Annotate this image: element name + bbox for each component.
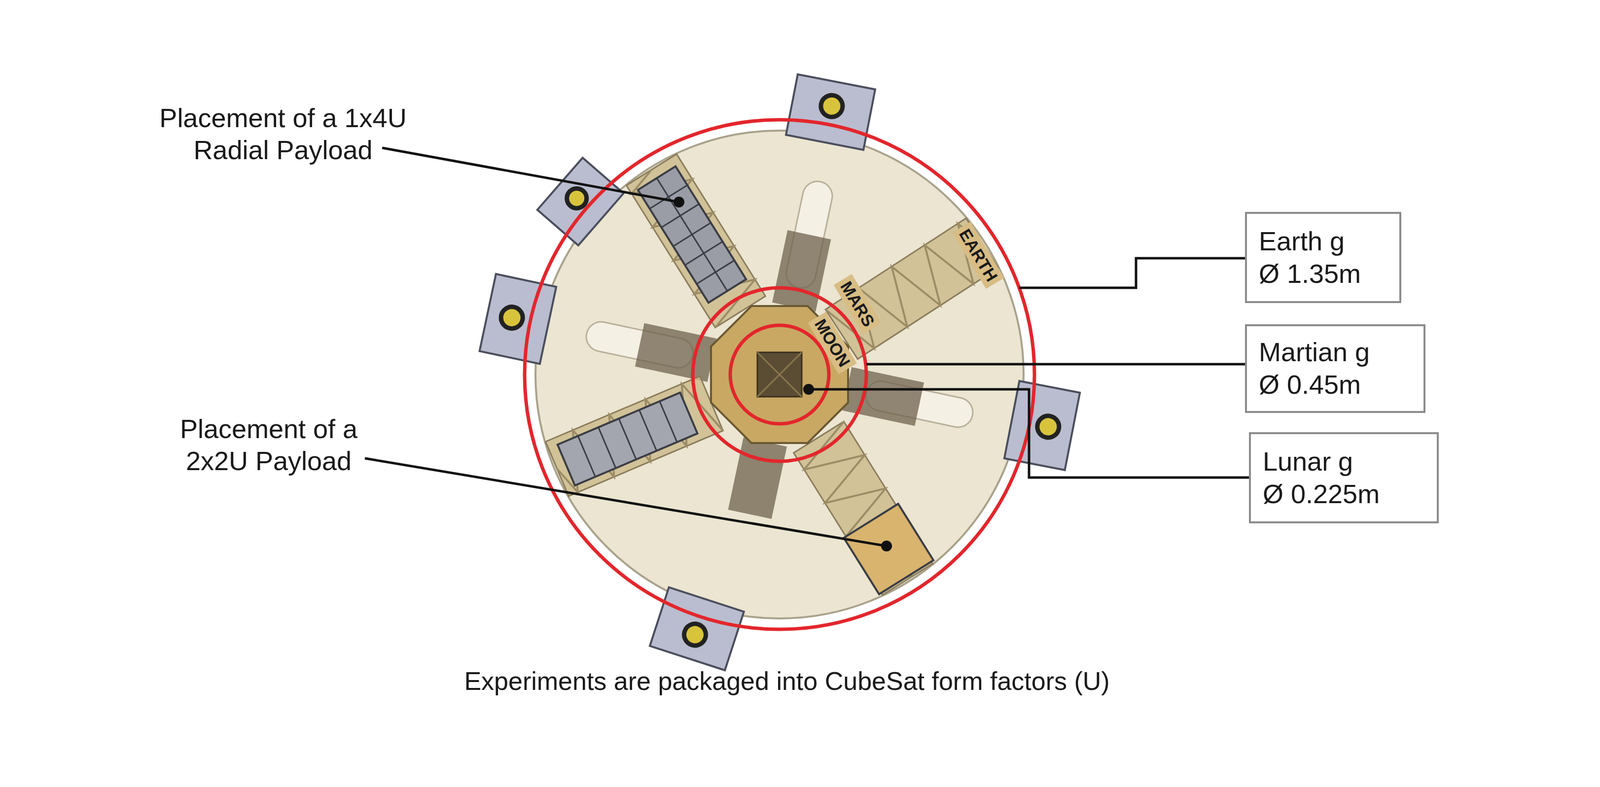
mars-g-ring — [692, 287, 867, 462]
module-box — [479, 274, 557, 364]
module-box — [785, 74, 876, 150]
payload-label: Placement of a 1x4U Radial Payload — [144, 102, 422, 167]
leader-line — [866, 363, 1245, 366]
module-box — [1004, 381, 1080, 471]
hub-core-lines — [757, 352, 802, 397]
camera-lens — [681, 621, 709, 649]
leader-line — [808, 389, 1249, 478]
box-heading: Martian g — [1258, 336, 1412, 369]
camera-module — [537, 157, 624, 246]
truss — [626, 154, 766, 328]
payload-label: Placement of a 2x2U Payload — [160, 413, 378, 478]
leader-dot — [803, 384, 815, 395]
arm — [626, 154, 766, 328]
caption: Experiments are packaged into CubeSat fo… — [293, 666, 1280, 697]
cube-payload — [843, 503, 934, 595]
camera-module — [785, 74, 876, 150]
leader-line — [1019, 258, 1245, 288]
moon-g-ring — [730, 325, 829, 425]
radial-payload — [557, 392, 698, 486]
diameter-value: Ø 0.45m — [1258, 368, 1412, 402]
diameter-value: Ø 1.35m — [1258, 257, 1388, 291]
gravity-box: Earth gØ 1.35m — [1244, 212, 1402, 304]
diameter-value: Ø 0.225m — [1262, 478, 1425, 511]
leader-dot — [673, 196, 685, 208]
hub-core — [757, 352, 802, 397]
platform-disk — [535, 130, 1024, 619]
payload-grid — [638, 166, 747, 304]
box-heading: Earth g — [1258, 225, 1388, 258]
leader-line — [382, 147, 679, 203]
arm — [791, 420, 935, 597]
box-heading: Lunar g — [1262, 445, 1425, 479]
radial-payload — [638, 166, 747, 304]
earth-g-ring — [524, 119, 1035, 630]
gravity-box: Martian gØ 0.45m — [1244, 324, 1426, 414]
payload-grid — [577, 401, 677, 477]
arm-frame — [626, 154, 766, 328]
gravity-box: Lunar gØ 0.225m — [1248, 432, 1439, 524]
camera-lens — [498, 305, 525, 331]
camera-module — [1004, 381, 1080, 471]
leader-dot — [881, 540, 892, 552]
camera-lens — [818, 93, 845, 119]
camera-lens — [1035, 414, 1062, 440]
centrifuge-rig — [479, 74, 1081, 671]
camera-module — [479, 274, 557, 364]
module-box — [537, 157, 624, 246]
leader-line — [364, 458, 887, 547]
